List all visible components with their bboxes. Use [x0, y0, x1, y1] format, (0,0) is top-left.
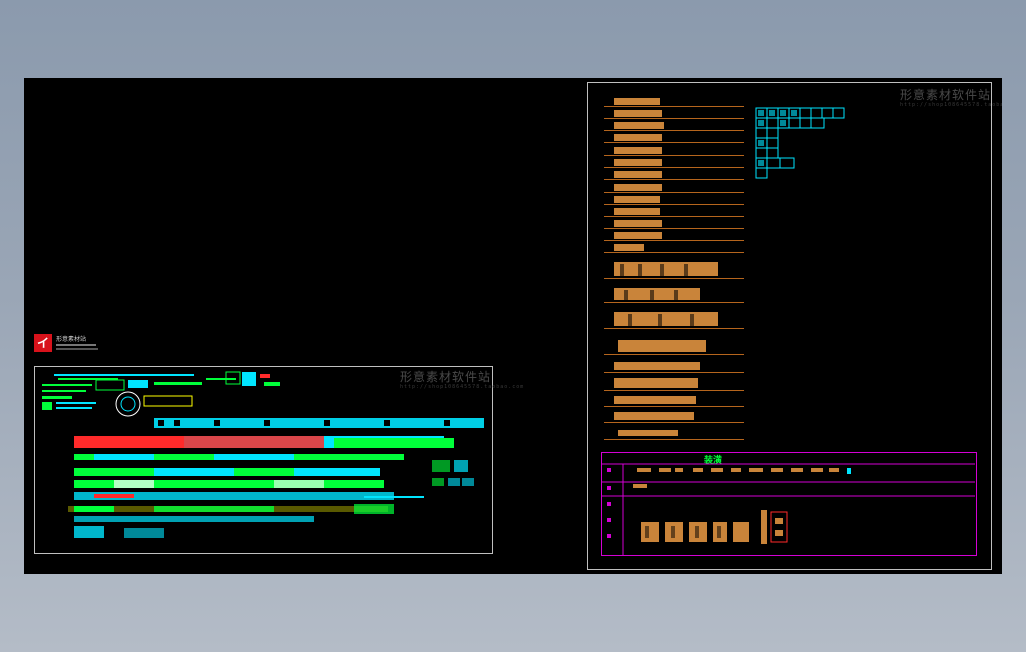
right-sheet-block-rows — [604, 98, 744, 440]
right-sheet-cyan-grid — [755, 107, 845, 179]
element-row-5 — [74, 478, 474, 488]
right-sheet-frame — [587, 82, 992, 570]
left-sheet-watermark: 形意素材软件站 — [400, 370, 492, 384]
catalog-panel — [601, 452, 977, 556]
element-row-7 — [68, 504, 394, 514]
brand-logo-url-line — [56, 348, 98, 350]
right-sheet-watermark-url: http://shop108645578.taobao.com — [900, 102, 1002, 108]
brand-logo-text: 形意素材站 — [56, 336, 87, 343]
legend-annotation-rows — [42, 371, 280, 417]
cad-drawing-viewport[interactable]: 形意素材软件站 http://shop108645578.taobao.com … — [24, 78, 1002, 574]
element-row-4 — [74, 468, 380, 476]
element-row-2 — [74, 436, 454, 448]
element-row-6 — [74, 492, 424, 500]
brand-logo-icon: イ — [34, 334, 52, 352]
catalog-panel-contents — [601, 463, 975, 556]
right-sheet-watermark: 形意素材软件站 — [900, 88, 992, 102]
brand-logo-subline — [56, 344, 96, 346]
element-row-3 — [74, 454, 468, 472]
catalog-title: 装潢 — [704, 456, 723, 466]
element-row-1 — [154, 418, 484, 428]
element-row-8 — [74, 516, 314, 538]
left-sheet-frame — [34, 366, 493, 554]
left-sheet-block-library — [42, 371, 484, 538]
left-sheet-watermark-url: http://shop108645578.taobao.com — [400, 384, 525, 390]
